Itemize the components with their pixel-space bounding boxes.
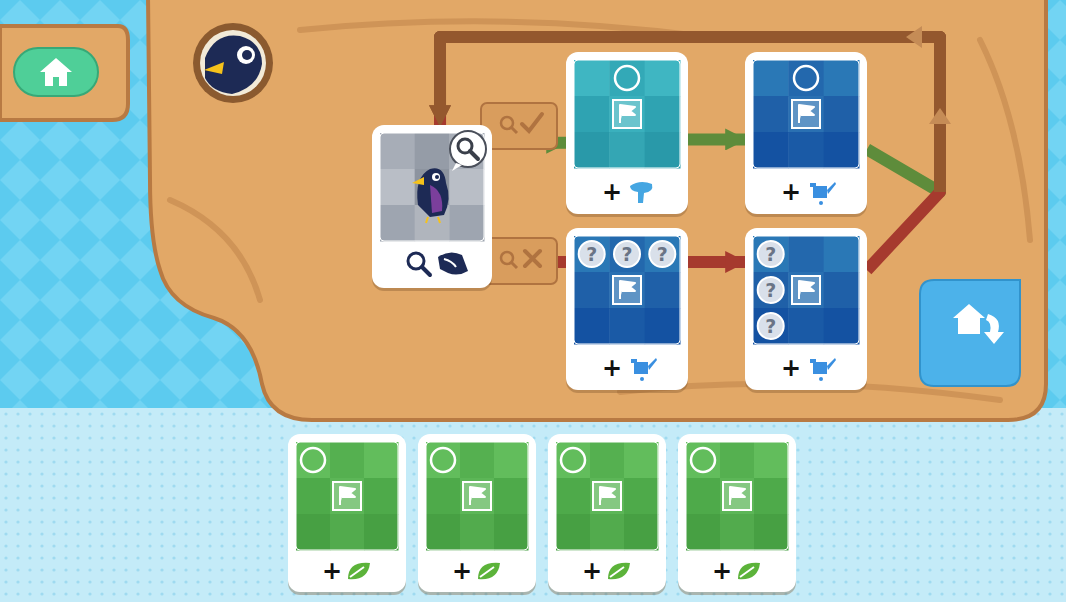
card-art (566, 52, 688, 214)
plus-sign: + (712, 559, 732, 583)
card-icon (630, 182, 652, 203)
mystery-circle (758, 241, 784, 267)
card-picture (556, 442, 659, 551)
goal-flag (333, 482, 361, 510)
home-button (14, 48, 98, 96)
goal-flag (613, 276, 641, 304)
sand-panel (0, 0, 1046, 420)
plus-sign: + (452, 559, 472, 583)
card-art (678, 434, 796, 592)
mystery-mark: ? (586, 245, 597, 264)
card-icon (348, 563, 370, 579)
card-icon (738, 563, 760, 579)
mystery-mark: ? (765, 317, 776, 336)
card-art (288, 434, 406, 592)
card-icon (810, 358, 836, 381)
command-card: + (745, 52, 867, 214)
loop-direction-arrows (906, 26, 951, 124)
mystery-mark: ? (765, 281, 776, 300)
marker-circle (301, 448, 325, 472)
card-picture (686, 442, 789, 551)
marker-circle (691, 448, 715, 472)
action-icons (408, 252, 468, 275)
card-picture (296, 442, 399, 551)
card-icon (608, 563, 630, 579)
command-card: + (288, 434, 406, 592)
check-tab (481, 103, 557, 149)
command-card: ??? + (745, 228, 867, 390)
plus-sign: + (781, 180, 801, 204)
marker-circle (615, 66, 639, 90)
mystery-mark: ? (657, 245, 668, 264)
card-art (548, 434, 666, 592)
card-art (372, 125, 492, 288)
plus-sign: + (602, 356, 622, 380)
card-art (745, 228, 867, 390)
command-card: + (418, 434, 536, 592)
mystery-mark: ? (621, 245, 632, 264)
flow-arrow (688, 256, 745, 268)
command-card: + (566, 52, 688, 214)
card-picture (574, 60, 681, 169)
card-icon (478, 563, 500, 579)
look-bubble (450, 131, 486, 171)
goal-flag (613, 100, 641, 128)
plus-sign: + (322, 559, 342, 583)
player-avatar (193, 23, 273, 103)
flow-arrow (688, 133, 745, 145)
mystery-circle (758, 313, 784, 339)
card-art (745, 52, 867, 214)
card-icon (631, 358, 657, 381)
cross-tab (481, 238, 557, 284)
command-card: + (678, 434, 796, 592)
goal-flag (723, 482, 751, 510)
goal-flag (792, 100, 820, 128)
plus-sign: + (781, 356, 801, 380)
goal-flag (463, 482, 491, 510)
card-picture (753, 236, 860, 345)
card-picture (426, 442, 529, 551)
card-picture (574, 236, 681, 345)
start-card (372, 125, 492, 288)
marker-circle (561, 448, 585, 472)
plus-sign: + (602, 180, 622, 204)
mystery-mark: ? (765, 245, 776, 264)
mystery-circle (758, 277, 784, 303)
plus-sign: + (582, 559, 602, 583)
mystery-circle (649, 241, 675, 267)
mystery-circle (579, 241, 605, 267)
command-card: + (548, 434, 666, 592)
card-icon (810, 182, 836, 205)
goal-flag (792, 276, 820, 304)
card-picture (753, 60, 860, 169)
marker-circle (794, 66, 818, 90)
command-card: ??? + (566, 228, 688, 390)
goal-flag (593, 482, 621, 510)
mystery-circle (614, 241, 640, 267)
tray-ground (0, 408, 1066, 602)
card-art (418, 434, 536, 592)
bird-figure (412, 168, 449, 223)
return-home-button (920, 280, 1020, 386)
marker-circle (431, 448, 455, 472)
